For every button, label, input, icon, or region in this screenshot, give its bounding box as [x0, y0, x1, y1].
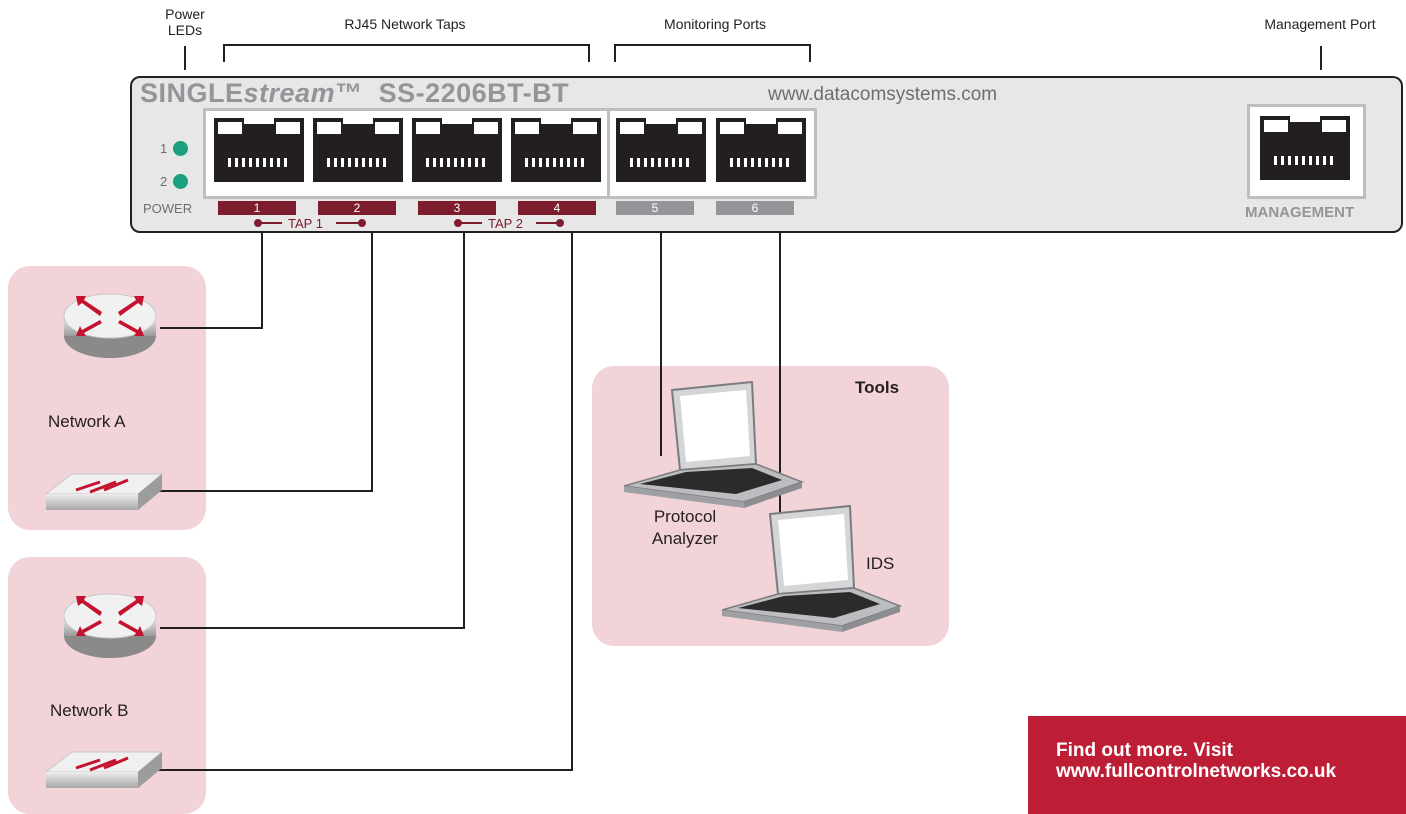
device-url: www.datacomsystems.com [768, 84, 998, 105]
management-port-label: Management Port [1264, 16, 1376, 32]
led-1-label: 1 [160, 141, 168, 156]
led-2-label: 2 [160, 174, 168, 189]
cta-banner[interactable] [1028, 716, 1406, 814]
brand-prefix: SINGLE [140, 78, 244, 108]
port-tag-6: 6 [716, 201, 794, 215]
brand-trademark: ™ [335, 78, 363, 108]
network-a-label: Network A [48, 412, 126, 431]
port-tag-2: 2 [318, 201, 396, 215]
led-2-indicator [173, 174, 188, 189]
port-tag-3: 3 [418, 201, 496, 215]
led-1-indicator [173, 141, 188, 156]
brand-stream: stream [243, 78, 336, 108]
tools-title: Tools [855, 378, 900, 397]
device-brand: SINGLEstream™ SS-2206BT-BT [140, 78, 569, 109]
power-leds-label-line1: Power [165, 6, 205, 22]
monitoring-ports-label: Monitoring Ports [664, 16, 766, 32]
protocol-analyzer-label: Protocol Analyzer [640, 506, 730, 550]
port-tag-4: 4 [518, 201, 596, 215]
power-label: POWER [143, 201, 193, 216]
port-tag-1: 1 [218, 201, 296, 215]
power-leds-label-line2: LEDs [167, 22, 203, 38]
network-b-label: Network B [50, 701, 129, 720]
device-model: SS-2206BT-BT [378, 78, 570, 108]
cta-text[interactable]: Find out more. Visit www.fullcontrolnetw… [1056, 740, 1336, 782]
protocol-analyzer-line1: Protocol [653, 507, 717, 526]
tap-1-label: TAP 1 [288, 216, 323, 231]
ids-label: IDS [866, 554, 895, 573]
protocol-analyzer-line2: Analyzer [651, 529, 719, 548]
cta-line1: Find out more. Visit [1056, 740, 1233, 761]
tap-2-label: TAP 2 [488, 216, 523, 231]
port-tag-5: 5 [616, 201, 694, 215]
top-brackets [184, 44, 1322, 70]
cta-link[interactable]: www.fullcontrolnetworks.co.uk [1056, 761, 1337, 782]
management-label: MANAGEMENT [1245, 204, 1355, 221]
rj45-taps-label: RJ45 Network Taps [344, 16, 466, 32]
power-leds-label: Power LEDs [150, 6, 220, 38]
